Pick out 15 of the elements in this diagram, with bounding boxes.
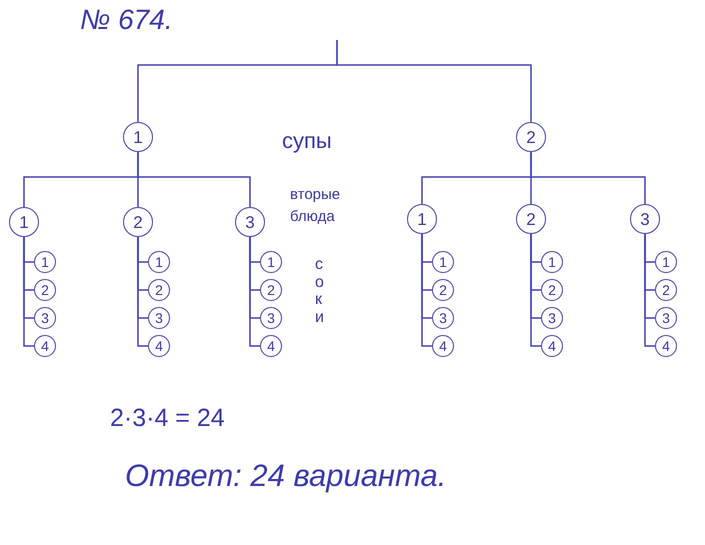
problem-number: № 674. (80, 6, 173, 34)
connector-line (336, 40, 532, 122)
connector-line (644, 234, 655, 347)
connector-line (530, 234, 541, 347)
category-label: супы (282, 127, 332, 155)
connector-line (137, 237, 148, 347)
answer-text: Ответ: 24 варианта. (125, 457, 446, 495)
connector-line (23, 237, 34, 347)
equation-text: 2·3·4 = 24 (110, 403, 225, 434)
category-label: соки (315, 256, 325, 326)
connector-line (421, 234, 432, 347)
connector-line (249, 237, 260, 347)
connector-line (530, 152, 646, 204)
category-label: вторые блюда (290, 185, 342, 227)
connector-line (137, 152, 251, 207)
